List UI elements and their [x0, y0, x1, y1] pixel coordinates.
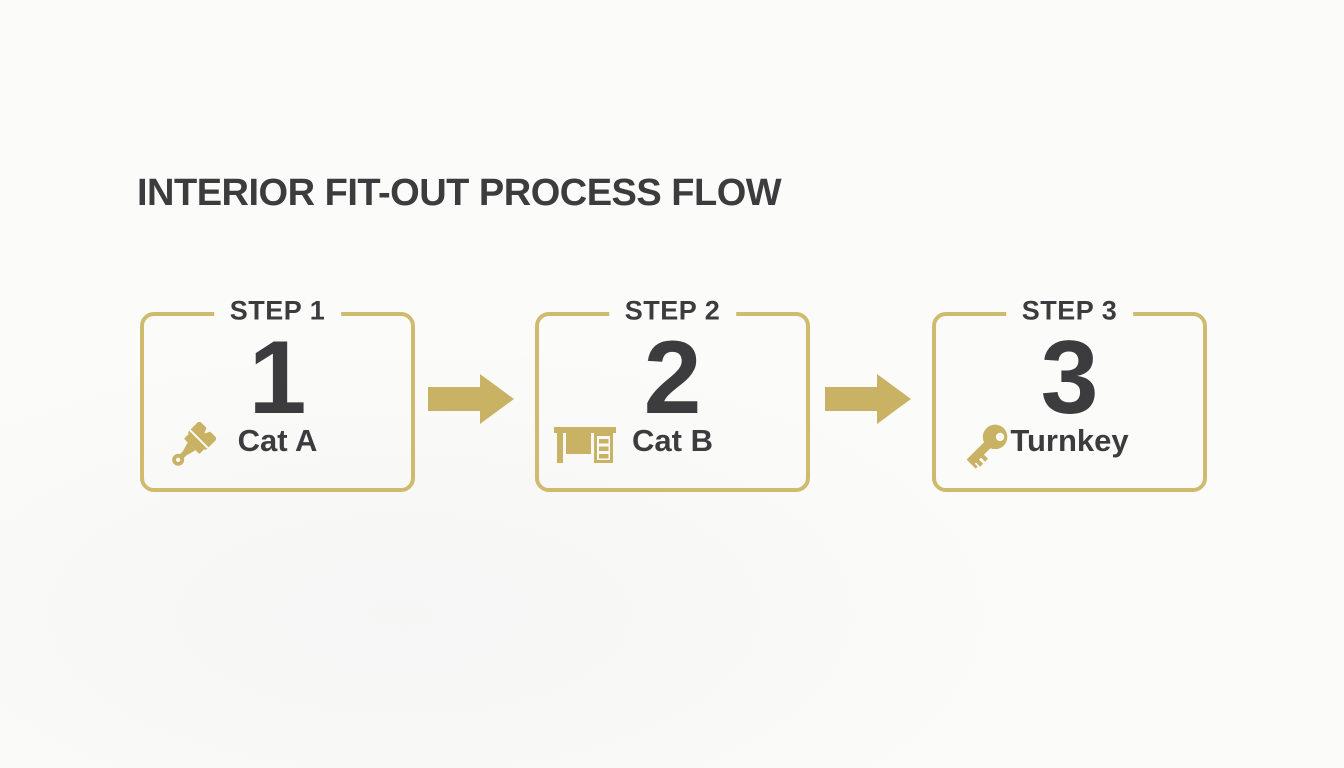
step-box-1: STEP 1 1 Cat A	[140, 296, 415, 492]
step-box-3: STEP 3 3 Turnkey	[932, 296, 1207, 492]
step-number: 3	[1040, 320, 1099, 436]
desk-icon	[553, 420, 617, 470]
page-title: INTERIOR FIT-OUT PROCESS FLOW	[137, 172, 782, 214]
step-label: STEP 1	[213, 296, 342, 327]
arrow-right-icon	[825, 372, 913, 426]
step-category: Cat B	[632, 422, 713, 458]
step-number: 2	[643, 320, 702, 436]
step-box-2: STEP 2 2 Cat B	[535, 296, 810, 492]
step-category: Turnkey	[1010, 422, 1129, 458]
arrow-right-icon	[428, 372, 516, 426]
step-label: STEP 3	[1005, 296, 1134, 327]
key-icon	[958, 418, 1014, 474]
step-number: 1	[248, 320, 307, 436]
paintbrush-icon	[162, 418, 220, 476]
step-label: STEP 2	[608, 296, 737, 327]
step-category: Cat A	[237, 422, 318, 458]
